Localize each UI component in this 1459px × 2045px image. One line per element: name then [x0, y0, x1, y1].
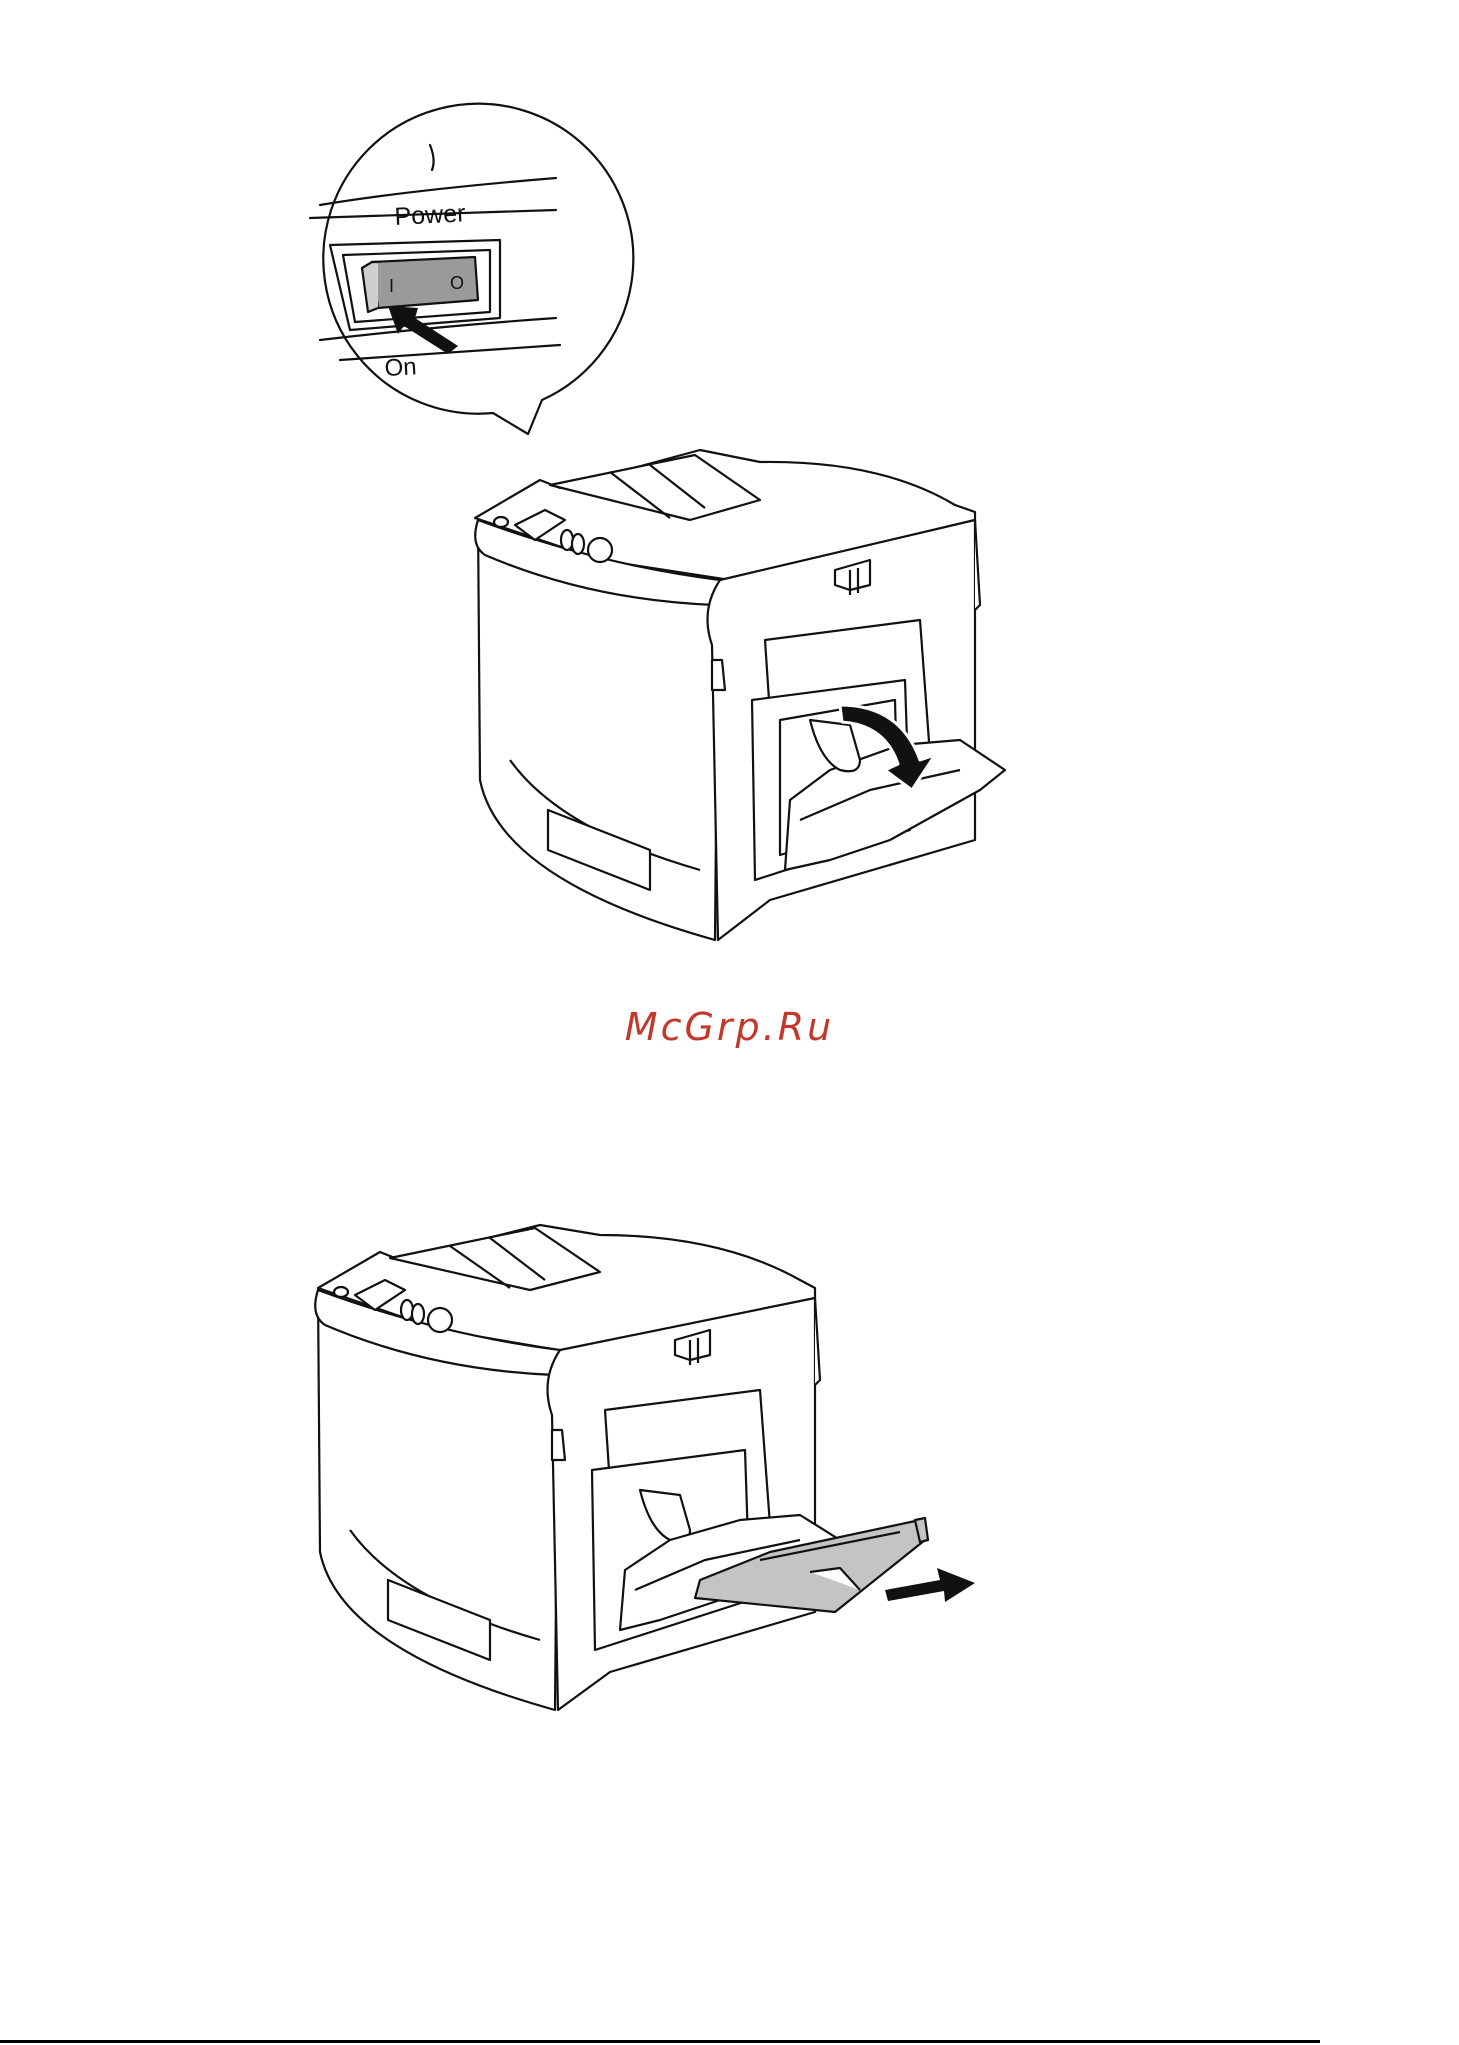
printer-body-1: [475, 450, 1005, 940]
switch-on-glyph: I: [389, 276, 394, 296]
power-label: Power: [394, 199, 466, 231]
footer-rule: [0, 2040, 1320, 2043]
figure-power-on-open-tray: Power On I O: [0, 0, 1459, 980]
printer-illustration-1: Power On I O: [0, 0, 1459, 980]
figure-pull-extension: [0, 1180, 1459, 1740]
printer-illustration-2: [0, 1180, 1459, 1740]
pull-arrow-icon: [885, 1568, 975, 1602]
switch-off-glyph: O: [450, 273, 464, 293]
on-label: On: [384, 353, 417, 382]
printer-body-2: [315, 1225, 975, 1710]
watermark: McGrp.Ru: [0, 1005, 1459, 1049]
